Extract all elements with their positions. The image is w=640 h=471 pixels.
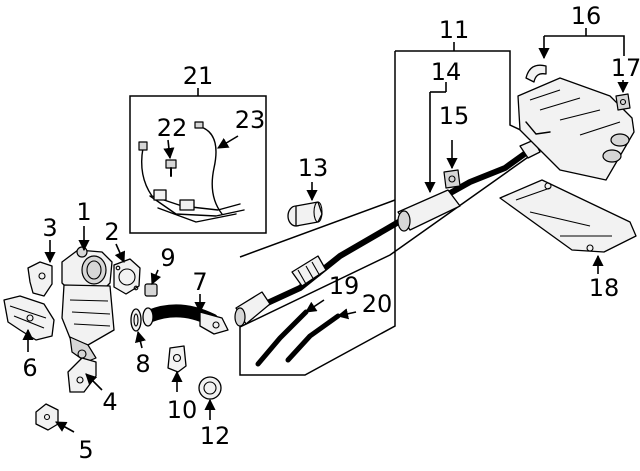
callout-1: 1 (76, 198, 91, 226)
part-6-heat-shield (3, 295, 55, 341)
main-exhaust-pipe (234, 139, 541, 327)
callout-11: 11 (439, 16, 470, 44)
callout-6: 6 (22, 354, 37, 382)
callout-8: 8 (135, 350, 150, 378)
part-10-hanger-bracket (167, 345, 187, 373)
part-12-gasket (198, 376, 222, 400)
part-1-manifold-converter (61, 246, 115, 363)
callout-5: 5 (78, 436, 93, 464)
part-8-gasket-ring (130, 308, 142, 332)
callout-14: 14 (431, 58, 462, 86)
part-9-plug (144, 283, 158, 297)
part-15-hanger-insulator (443, 169, 461, 189)
callout-17: 17 (611, 54, 640, 82)
callout-labels: 1 2 3 4 5 6 7 8 9 10 11 12 13 14 15 16 1… (22, 2, 640, 464)
part-19-pipe (255, 309, 309, 367)
callout-12: 12 (200, 422, 231, 450)
part-16-muffler (517, 64, 635, 181)
part-7-front-pipe (142, 304, 229, 335)
part-18-heat-shield (499, 179, 637, 253)
callout-4: 4 (102, 388, 117, 416)
part-2-gasket (113, 258, 141, 295)
callout-16: 16 (571, 2, 602, 30)
exhaust-pipe-group-frame (239, 50, 550, 376)
callout-15: 15 (439, 102, 470, 130)
callout-18: 18 (589, 274, 620, 302)
part-13-pipe-clamp (287, 201, 323, 227)
part-23-sensor-harness (138, 121, 245, 223)
callout-10: 10 (167, 396, 198, 424)
callout-3: 3 (42, 214, 57, 242)
part-3-bracket (27, 261, 53, 297)
callout-7: 7 (192, 268, 207, 296)
part-22-oxygen-sensor (165, 159, 177, 177)
callout-19: 19 (329, 272, 360, 300)
exhaust-frame-lower-line (239, 199, 396, 258)
part-5-bracket (35, 403, 59, 431)
callout-23: 23 (235, 106, 266, 134)
callout-leaders (22, 28, 629, 433)
callout-20: 20 (362, 290, 393, 318)
callout-2: 2 (104, 218, 119, 246)
part-17-hanger-insulator (615, 93, 631, 111)
callout-9: 9 (160, 244, 175, 272)
callout-22: 22 (157, 114, 188, 142)
part-20-pipe (285, 313, 341, 363)
part-4-support-bracket (67, 357, 97, 393)
callout-21: 21 (183, 62, 214, 90)
callout-13: 13 (298, 154, 329, 182)
